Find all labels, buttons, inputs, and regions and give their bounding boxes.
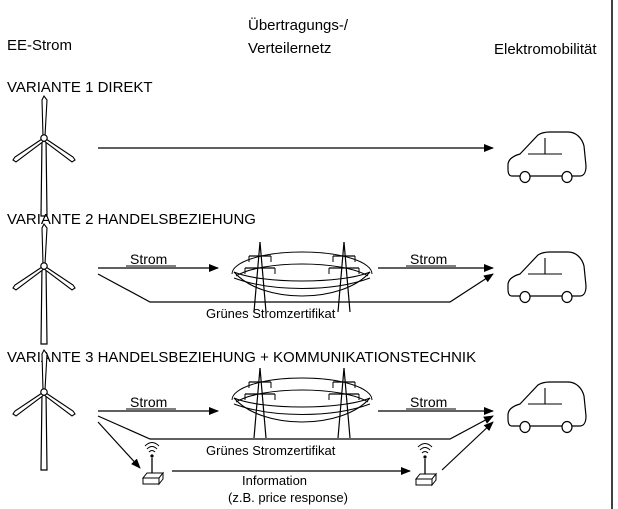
power-pylon-icon [231, 367, 373, 439]
certificate-label-v3: Grünes Stromzertifikat [206, 443, 336, 458]
variant-3-title: VARIANTE 3 HANDELSBEZIEHUNG + KOMMUNIKAT… [7, 349, 476, 366]
variant-1-title: VARIANTE 1 DIREKT [7, 79, 153, 96]
antenna-device-icon [142, 441, 164, 485]
strom-label-right: Strom [410, 251, 447, 267]
electric-car-icon [507, 251, 587, 304]
device-to-car-arrow [441, 421, 494, 471]
strom-label-left: Strom [130, 251, 167, 267]
strom-label-left-v3: Strom [130, 394, 167, 410]
wind-turbine-icon [12, 95, 76, 217]
antenna-device-icon [415, 442, 437, 486]
information-label: Information [242, 473, 307, 488]
wind-turbine-icon [12, 349, 76, 471]
header-elektromobilitaet: Elektromobilität [494, 41, 597, 58]
header-ee-strom: EE-Strom [7, 37, 72, 54]
wind-turbine-icon [12, 223, 76, 345]
electric-car-icon [507, 131, 587, 184]
certificate-label: Grünes Stromzertifikat [206, 306, 336, 321]
header-grid-line1: Übertragungs-/ [248, 16, 349, 34]
variant-2-title: VARIANTE 2 HANDELSBEZIEHUNG [7, 211, 256, 228]
certificate-arrow-v3 [97, 415, 494, 440]
strom-label-right-v3: Strom [410, 394, 447, 410]
information-sublabel: (z.B. price response) [228, 490, 348, 505]
turbine-to-device-arrow [97, 421, 141, 469]
header-grid-line2: Verteilernetz [248, 40, 331, 57]
electric-car-icon [507, 381, 587, 434]
certificate-arrow [97, 273, 494, 303]
